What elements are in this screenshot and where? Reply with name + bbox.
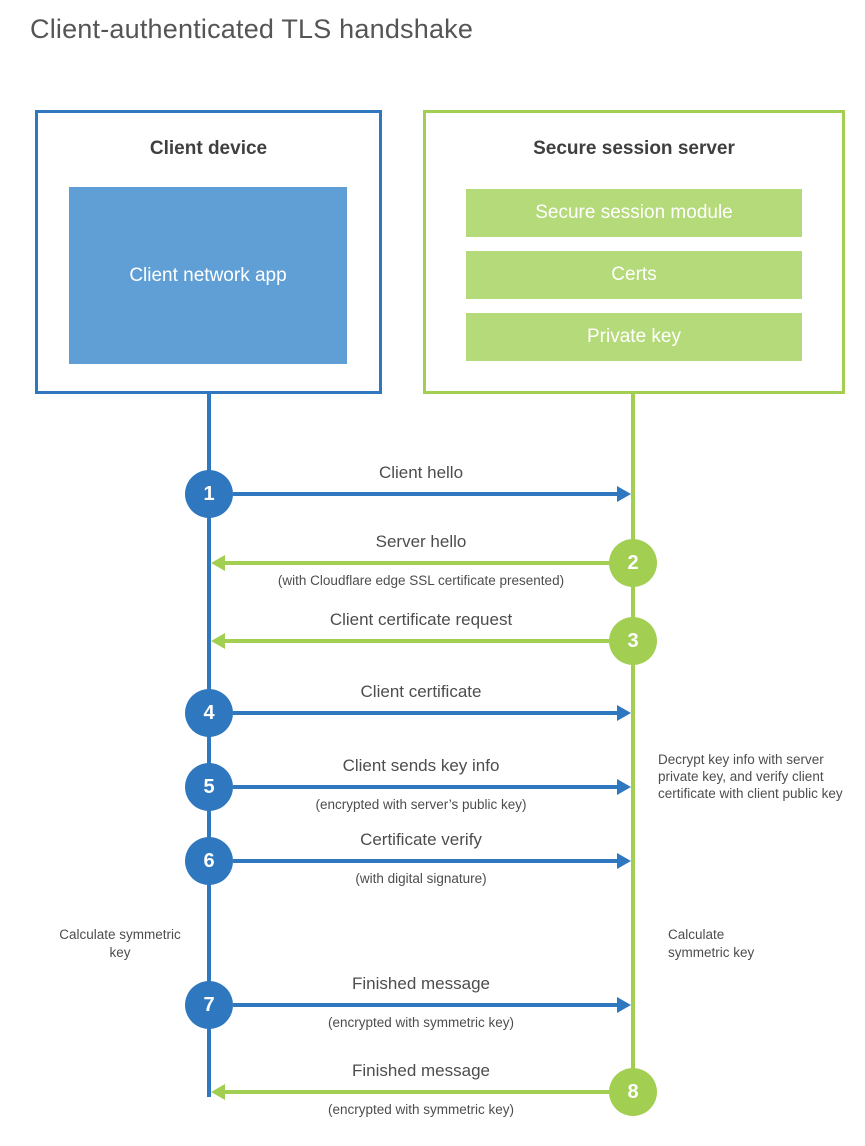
server-lifeline: [631, 391, 635, 1092]
step-4-circle: 4: [185, 689, 233, 737]
step-4-arrowhead-icon: [617, 705, 631, 721]
step-3-circle: 3: [609, 617, 657, 665]
client-network-app-box: Client network app: [69, 187, 347, 364]
step-3-arrowhead-icon: [211, 633, 225, 649]
page-title: Client-authenticated TLS handshake: [30, 14, 474, 44]
step-2-arrowhead-icon: [211, 555, 225, 571]
certs-label: Certs: [611, 264, 657, 285]
step-6-label: Certificate verify: [360, 830, 482, 849]
step-5-circle: 5: [185, 763, 233, 811]
step-5-sublabel: (encrypted with server’s public key): [315, 797, 527, 812]
private-key-label: Private key: [587, 326, 681, 347]
certs-bar: Certs: [466, 251, 802, 299]
step-7-arrow: [233, 1003, 617, 1007]
step-5-arrowhead-icon: [617, 779, 631, 795]
step-6-sublabel: (with digital signature): [355, 871, 487, 886]
step-8-sublabel: (encrypted with symmetric key): [327, 1102, 515, 1117]
secure-session-module-label: Secure session module: [535, 202, 733, 223]
step-8-arrow: [225, 1090, 609, 1094]
step-5-label: Client sends key info: [342, 756, 500, 775]
step-5-arrow: [233, 785, 617, 789]
secure-session-server-box: Secure session server Secure session mod…: [423, 110, 845, 394]
step-3-arrow: [225, 639, 609, 643]
step-1-arrow: [233, 492, 617, 496]
step-8-label: Finished message: [352, 1061, 490, 1080]
step-1-circle: 1: [185, 470, 233, 518]
step-8-arrowhead-icon: [211, 1084, 225, 1100]
calc-symmetric-key-left: Calculate symmetric key: [59, 927, 181, 960]
secure-session-server-title: Secure session server: [533, 138, 735, 159]
client-device-title: Client device: [149, 138, 268, 159]
step-2-arrow: [225, 561, 609, 565]
client-device-box: Client device Client network app: [35, 110, 382, 394]
step-7-circle: 7: [185, 981, 233, 1029]
step-1-arrowhead-icon: [617, 486, 631, 502]
step-8-circle: 8: [609, 1068, 657, 1116]
step-2-circle: 2: [609, 539, 657, 587]
step-4-label: Client certificate: [360, 682, 482, 701]
step-6-arrowhead-icon: [617, 853, 631, 869]
step-2-label: Server hello: [375, 532, 467, 551]
step-6-circle: 6: [185, 837, 233, 885]
step-7-arrowhead-icon: [617, 997, 631, 1013]
step-1-label: Client hello: [378, 463, 464, 482]
decrypt-key-note: Decrypt key info with server private key…: [658, 752, 843, 801]
step-7-sublabel: (encrypted with symmetric key): [327, 1015, 515, 1030]
calc-symmetric-key-right: Calculate symmetric key: [668, 927, 755, 960]
client-network-app-label: Client network app: [129, 264, 287, 286]
step-4-arrow: [233, 711, 617, 715]
step-2-sublabel: (with Cloudflare edge SSL certificate pr…: [277, 573, 565, 588]
secure-session-module-bar: Secure session module: [466, 189, 802, 237]
step-3-label: Client certificate request: [329, 610, 513, 629]
private-key-bar: Private key: [466, 313, 802, 361]
step-7-label: Finished message: [352, 974, 490, 993]
step-6-arrow: [233, 859, 617, 863]
client-lifeline: [207, 391, 211, 1097]
